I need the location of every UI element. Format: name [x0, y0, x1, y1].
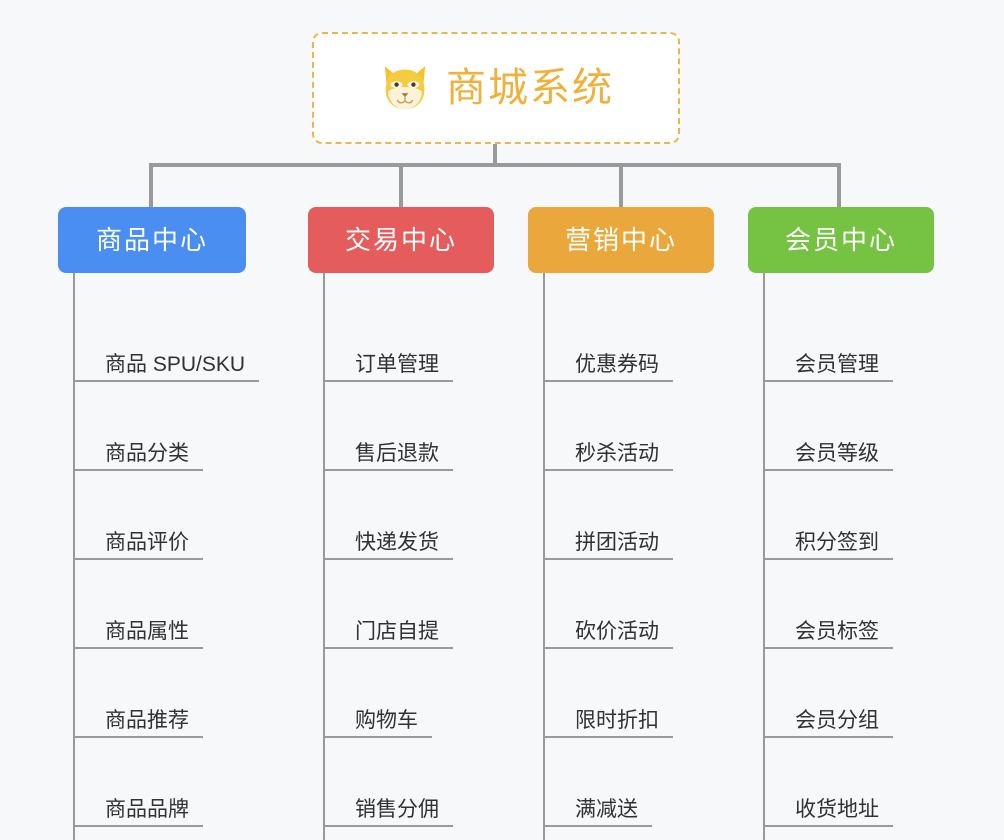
leaf-label: 购物车 — [325, 709, 432, 739]
leaf-label: 积分签到 — [765, 531, 893, 561]
leaf-label: 门店自提 — [325, 620, 453, 650]
leaf-label: 订单管理 — [325, 353, 453, 383]
list-item[interactable]: 会员管理 — [765, 293, 934, 383]
category-header-product[interactable]: 商品中心 — [58, 207, 246, 273]
leaf-label: 拼团活动 — [545, 531, 673, 561]
leaf-label: 商品品牌 — [75, 798, 203, 828]
leaf-label: 销售分佣 — [325, 798, 453, 828]
leaf-label: 会员分组 — [765, 709, 893, 739]
leaf-label: 商品分类 — [75, 442, 203, 472]
list-item[interactable]: 售后退款 — [325, 382, 494, 472]
root-node[interactable]: 商城系统 — [312, 32, 680, 144]
branch-column-marketing: 营销中心 优惠券码 秒杀活动 拼团活动 砍价活动 限时折扣 满减送 — [528, 207, 714, 840]
category-label: 交易中心 — [344, 225, 457, 255]
list-item[interactable]: 积分签到 — [765, 471, 934, 561]
category-label: 营销中心 — [564, 225, 677, 255]
leaf-label: 秒杀活动 — [545, 442, 673, 472]
shiba-dog-icon — [384, 66, 426, 110]
leaf-label: 满减送 — [545, 798, 652, 828]
leaf-label: 砍价活动 — [545, 620, 673, 650]
list-item[interactable]: 商品分类 — [75, 382, 246, 472]
list-item[interactable]: 订单管理 — [325, 293, 494, 383]
branch-column-trade: 交易中心 订单管理 售后退款 快递发货 门店自提 购物车 销售分佣 — [308, 207, 494, 840]
connector-drop-3 — [619, 163, 623, 207]
connector-drop-2 — [399, 163, 403, 207]
list-item[interactable]: 满减送 — [545, 738, 714, 828]
leaf-label: 限时折扣 — [545, 709, 673, 739]
list-item[interactable]: 限时折扣 — [545, 649, 714, 739]
branch-spine-member: 会员管理 会员等级 积分签到 会员标签 会员分组 收货地址 — [763, 273, 934, 840]
leaf-label: 优惠券码 — [545, 353, 673, 383]
list-item[interactable]: 商品推荐 — [75, 649, 246, 739]
leaf-label: 商品推荐 — [75, 709, 203, 739]
leaf-label: 收货地址 — [765, 798, 893, 828]
list-item[interactable]: 拼团活动 — [545, 471, 714, 561]
list-item[interactable]: 商品 SPU/SKU — [74, 293, 260, 383]
leaf-label: 会员标签 — [765, 620, 893, 650]
connector-drop-4 — [837, 163, 841, 207]
leaf-label: 商品属性 — [75, 620, 203, 650]
category-label: 会员中心 — [784, 225, 897, 255]
list-item[interactable]: 商品品牌 — [75, 738, 246, 828]
list-item[interactable]: 收货地址 — [765, 738, 934, 828]
list-item[interactable]: 快递发货 — [325, 471, 494, 561]
list-item[interactable]: 会员标签 — [765, 560, 934, 650]
leaf-label: 商品评价 — [75, 531, 203, 561]
list-item[interactable]: 会员分组 — [765, 649, 934, 739]
list-item[interactable]: 商品属性 — [75, 560, 246, 650]
branch-spine-trade: 订单管理 售后退款 快递发货 门店自提 购物车 销售分佣 — [323, 273, 494, 840]
branch-column-member: 会员中心 会员管理 会员等级 积分签到 会员标签 会员分组 收货地址 — [748, 207, 934, 840]
category-header-marketing[interactable]: 营销中心 — [528, 207, 714, 273]
category-header-member[interactable]: 会员中心 — [748, 207, 934, 273]
category-label: 商品中心 — [95, 225, 208, 255]
list-item[interactable]: 优惠券码 — [545, 293, 714, 383]
list-item[interactable]: 会员等级 — [765, 382, 934, 472]
connector-bus — [149, 163, 839, 167]
list-item[interactable]: 销售分佣 — [325, 738, 494, 828]
leaf-label: 商品 SPU/SKU — [74, 353, 260, 383]
list-item[interactable]: 秒杀活动 — [545, 382, 714, 472]
list-item[interactable]: 砍价活动 — [545, 560, 714, 650]
leaf-label: 售后退款 — [325, 442, 453, 472]
list-item[interactable]: 商品评价 — [75, 471, 246, 561]
leaf-label: 会员等级 — [765, 442, 893, 472]
list-item[interactable]: 购物车 — [325, 649, 494, 739]
leaf-label: 会员管理 — [765, 353, 893, 383]
category-header-trade[interactable]: 交易中心 — [308, 207, 494, 273]
branch-spine-product: 商品 SPU/SKU 商品分类 商品评价 商品属性 商品推荐 商品品牌 — [73, 273, 260, 840]
list-item[interactable]: 门店自提 — [325, 560, 494, 650]
branch-spine-marketing: 优惠券码 秒杀活动 拼团活动 砍价活动 限时折扣 满减送 — [543, 273, 714, 840]
connector-drop-1 — [149, 163, 153, 207]
branch-column-product: 商品中心 商品 SPU/SKU 商品分类 商品评价 商品属性 商品推荐 商品品牌 — [58, 207, 260, 840]
root-title: 商城系统 — [446, 66, 614, 110]
connector-stem — [493, 144, 497, 165]
leaf-label: 快递发货 — [325, 531, 453, 561]
